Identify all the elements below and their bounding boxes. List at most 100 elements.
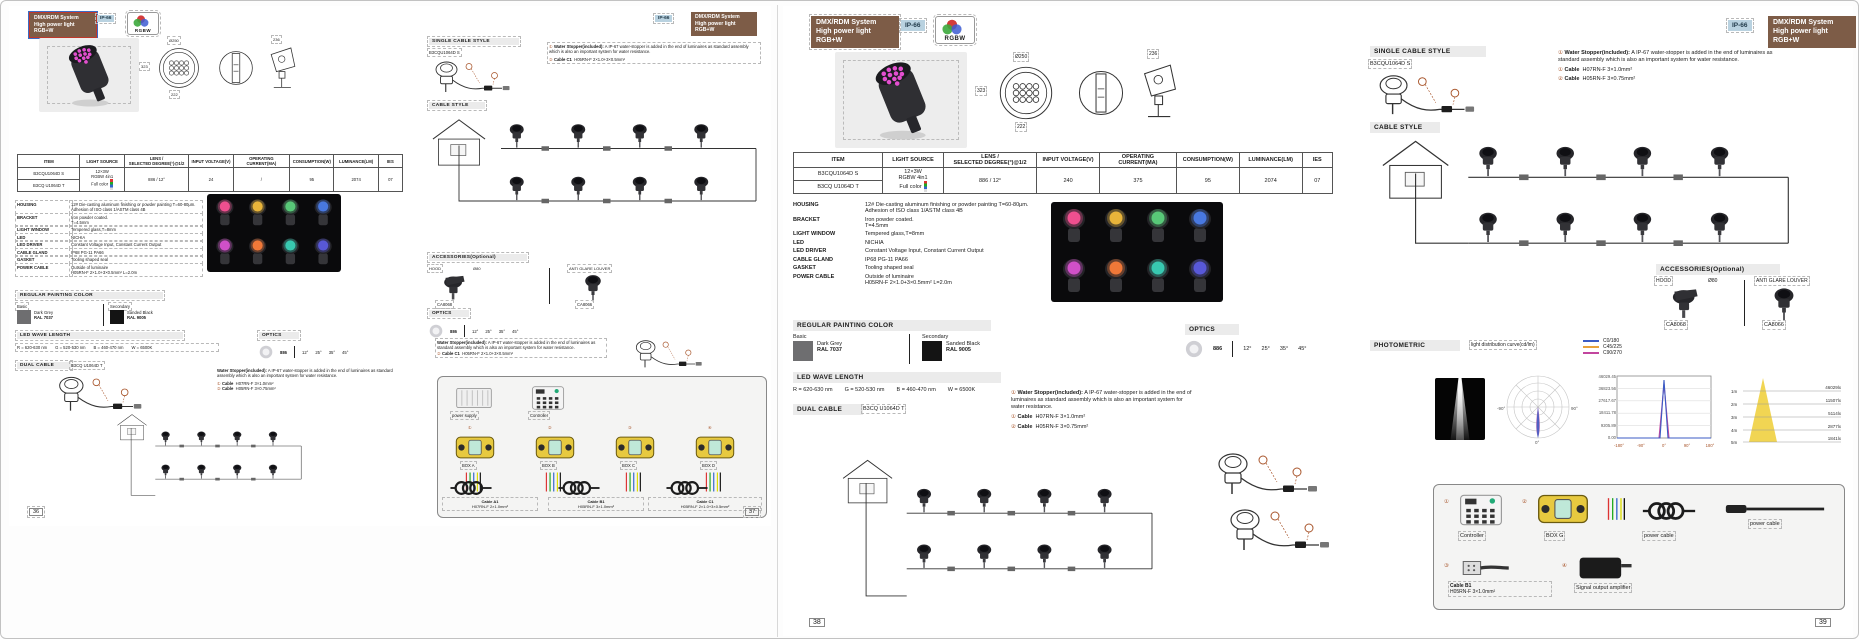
item-code-t: B3CQ U1064D T <box>792 180 884 194</box>
hood-lamp-icon <box>1660 287 1712 321</box>
cable-a1-icon <box>448 477 494 499</box>
page39-series-title: DMX/RDM System High power light RGB+W <box>1768 16 1856 49</box>
box-d-icon <box>694 434 736 461</box>
page38-dual-lamp-drawing-1 <box>1211 450 1331 498</box>
page38-drawing-side <box>1077 64 1125 122</box>
svg-text:-180°: -180° <box>1614 443 1624 448</box>
divider <box>549 268 550 304</box>
svg-text:2877lx: 2877lx <box>1828 424 1842 429</box>
svg-text:46029lx: 46029lx <box>1825 385 1842 390</box>
page37-section-single-cable: SINGLE CABLE STYLE <box>427 36 521 47</box>
light-source-cell: 12×3W RGBW 4in1 Full color <box>79 167 125 192</box>
basic-swatch <box>793 341 813 361</box>
col-lens: LENS / SELECTED DEGREE(°)@1/2 <box>123 154 190 168</box>
legend-line-c0 <box>1583 340 1599 342</box>
col-current: OPERATING CURRENT(MA) <box>232 154 291 168</box>
hood-code: CA8068 <box>434 300 455 309</box>
box-b-label: BOX B <box>540 461 557 470</box>
page37-section-cable-style: CABLE STYLE <box>427 100 487 111</box>
power-cable-plug-icon <box>1720 501 1830 517</box>
controller-label: Controller <box>527 411 551 420</box>
box-c-label: BOX C <box>619 461 638 470</box>
current-cell: / <box>232 167 291 192</box>
hood-code: CA8068 <box>1664 320 1688 330</box>
page38-series-title: DMX/RDM System High power light RGB+W <box>809 13 901 51</box>
wire-bundle-icon <box>1606 491 1626 527</box>
lens-cell: 886 / 12° <box>942 167 1038 194</box>
divider <box>909 334 910 364</box>
svg-text:180°: 180° <box>1706 443 1715 448</box>
page37-optics-row: 886 12°25°35°45° <box>429 324 579 338</box>
page37-wiring-detail-box: power supply Controller ① ② ③ ④ BOX A BO… <box>437 376 767 518</box>
box-g-icon <box>1536 491 1590 527</box>
dim-front-height: 323 <box>139 62 150 71</box>
power-supply-label: power supply <box>450 411 479 420</box>
page36-spec-table-24v: ITEM LIGHT SOURCE LENS / SELECTED DEGREE… <box>16 154 404 192</box>
secondary-label: Secondary <box>107 302 133 311</box>
page36-ip-rating-badge: IP-66 <box>94 13 117 24</box>
lens-icon <box>429 324 443 338</box>
col-current: OPERATING CURRENT(MA) <box>1098 152 1177 168</box>
page39-item-code: B3CQU1064D S <box>1367 59 1413 69</box>
svg-text:-90°: -90° <box>1637 443 1645 448</box>
page38-dual-cable-diagram <box>807 456 1187 614</box>
luminance-cell: 2074 <box>1238 167 1303 194</box>
rgbw-mini-bar <box>923 181 927 192</box>
power-cable-label-2: power cable <box>1748 519 1782 529</box>
rgbw-label: RGBW <box>134 28 152 33</box>
page37-water-stopper-note: ① Water Stopper(included): A IP-67 water… <box>547 41 761 65</box>
lens-code: 886 <box>450 328 457 334</box>
basic-swatch <box>17 310 31 324</box>
col-luminance: LUMINANCE(LM) <box>1238 152 1303 168</box>
louver-code: CA8066 <box>1762 320 1786 330</box>
page38-dual-item-code: B3CQ U1064D T <box>860 404 907 414</box>
page39-section-cable-style: CABLE STYLE <box>1370 122 1440 133</box>
page36-optics-row: 886 12°25°35°45° <box>259 345 399 359</box>
page37-section-accessories: ACCESSORIES(Optional) <box>427 252 529 263</box>
cable-b1-connector-icon <box>1458 555 1514 581</box>
basic-label: Basic <box>14 302 30 311</box>
page36-series-title[interactable]: DMX/RDM System High power light RGB+W <box>28 11 98 39</box>
svg-text:0.00: 0.00 <box>1608 435 1617 440</box>
col-voltage: INPUT VOLTAGE(V) <box>1036 152 1100 168</box>
current-cell: 375 <box>1098 167 1177 194</box>
spread-left: DMX/RDM System High power light RGB+W IP… <box>9 6 771 526</box>
consumption-cell: 95 <box>289 167 335 192</box>
lens-code: 886 <box>1213 346 1223 352</box>
svg-text:27617.67: 27617.67 <box>1599 398 1617 403</box>
page37-water-stopper-note-2: Water Stopper(included): A IP-67 water-s… <box>435 337 607 359</box>
box-a-label: BOX A <box>460 461 477 470</box>
page37-lamp-drawing-2 <box>629 338 713 370</box>
page39-section-photometric: PHOTOMETRIC <box>1370 340 1460 351</box>
polar-tick: 90° <box>1571 406 1578 411</box>
secondary-label: Secondary <box>922 334 949 340</box>
legend-line-c90 <box>1583 352 1599 354</box>
svg-text:2m: 2m <box>1731 402 1738 407</box>
lens-code: 886 <box>280 349 287 355</box>
page36-drawing-front: Ø250 323 222 <box>139 36 203 99</box>
power-cable-label: power cable <box>1642 531 1676 541</box>
col-luminance: LUMINANCE(LM) <box>333 154 379 168</box>
dim-side-width: 236 <box>1146 49 1160 59</box>
dim-front-diameter: Ø250 <box>167 36 181 45</box>
voltage-cell: 24 <box>188 167 234 192</box>
louver-lamp-icon <box>1764 287 1804 321</box>
divider <box>103 304 104 326</box>
basic-label: Basic <box>793 334 807 340</box>
divider <box>1744 280 1745 326</box>
amplifier-label: Signal output amplifier <box>1573 583 1633 593</box>
voltage-cell: 240 <box>1036 167 1100 194</box>
page38-optics-row: 886 12°25°35°45° <box>1185 340 1345 358</box>
secondary-swatch <box>110 310 124 324</box>
polar-tick: -90° <box>1497 406 1506 411</box>
rgbw-circles-icon <box>942 19 962 35</box>
page37-section-optics: OPTICS <box>427 308 471 319</box>
col-voltage: INPUT VOLTAGE(V) <box>188 154 234 168</box>
page37-cable-style-diagram <box>429 114 759 216</box>
